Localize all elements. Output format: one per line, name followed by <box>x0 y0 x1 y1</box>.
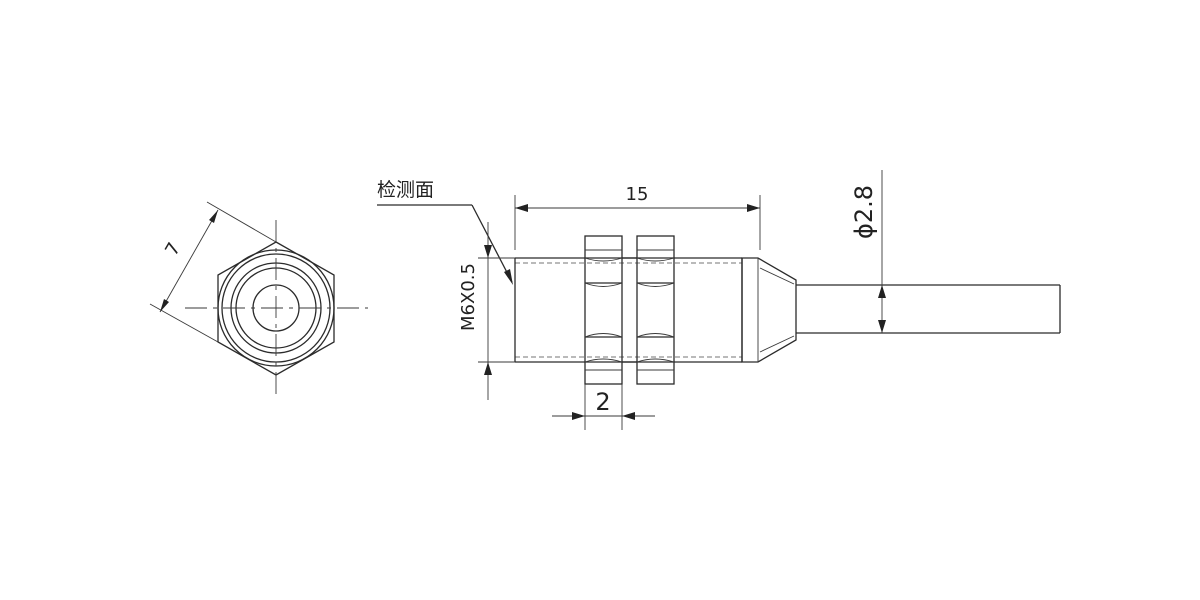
hex-dim-arrow-bottom <box>160 299 169 312</box>
nut-arrow-left <box>572 412 585 420</box>
cable-dim-label: ϕ2.8 <box>850 185 878 239</box>
cable <box>796 284 1061 334</box>
length-dim-label: 15 <box>626 184 649 205</box>
thread-arrow-bottom <box>484 362 492 375</box>
thread-dim-label: M6X0.5 <box>458 263 479 331</box>
detection-leader-line <box>471 204 513 283</box>
hex-dim-arrow-top <box>209 210 218 223</box>
rear-cap <box>741 257 797 363</box>
side-view: 15 检测面 M6X0.5 2 ϕ2.8 <box>377 170 1061 430</box>
hex-ext-line-bottom <box>149 303 219 343</box>
hex-dim-label: 7 <box>161 239 185 259</box>
detection-leader-arrow <box>504 269 513 285</box>
hex-nut-1 <box>584 235 623 385</box>
length-arrow-left <box>515 204 528 212</box>
nut-dim-label: 2 <box>595 388 610 416</box>
thread-arrow-top <box>484 245 492 258</box>
length-arrow-right <box>747 204 760 212</box>
cable-arrow-bottom <box>878 320 886 333</box>
detection-surface-label: 检测面 <box>377 179 434 201</box>
cable-arrow-top <box>878 285 886 298</box>
hex-nut-2 <box>636 235 675 385</box>
nut-arrow-right <box>622 412 635 420</box>
hex-ext-line-top <box>206 201 277 243</box>
front-view: 7 <box>149 201 368 396</box>
hex-dim-line <box>159 209 219 313</box>
